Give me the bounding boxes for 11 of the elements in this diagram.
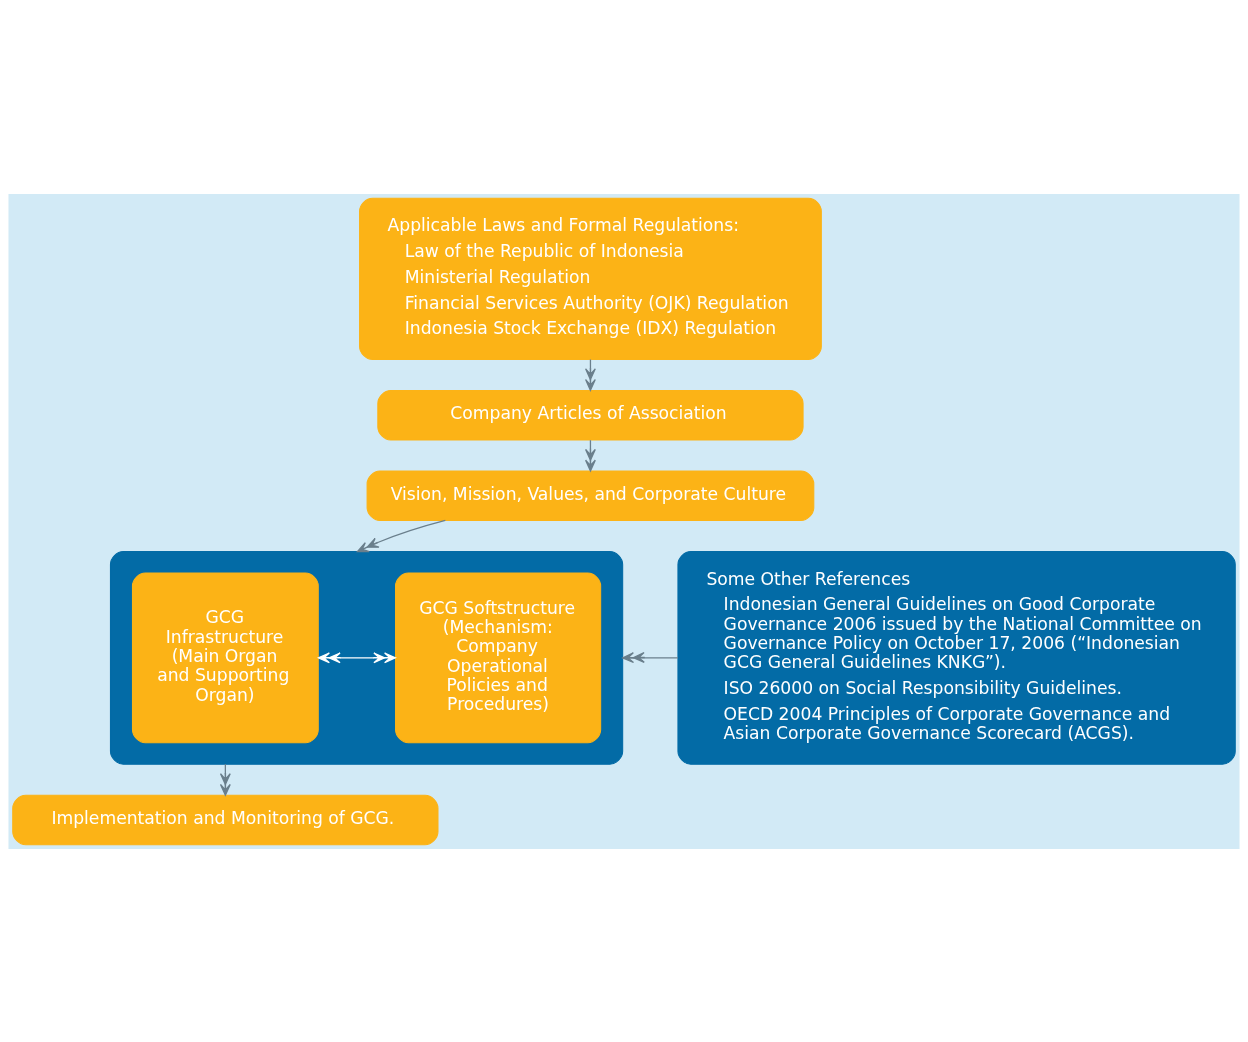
arrow bbox=[317, 651, 396, 663]
node-box: Company Articles of Association bbox=[377, 389, 804, 440]
node-box: Applicable Laws and Formal Regulations: Law of the Republic of Indonesia Ministerial Regulation Financial Services Authority (OJK) Regulation Indonesia Stock Exchange (IDX) Regulation bbox=[359, 197, 822, 360]
node-box: GCG Infrastructure (Main Organ and Supporting Organ) bbox=[131, 572, 319, 743]
node-box: GCG Softstructure (Mechanism: Company Operational Policies and Procedures) bbox=[395, 572, 602, 743]
arrow bbox=[356, 519, 446, 552]
arrow bbox=[622, 651, 679, 663]
node-box: Vision, Mission, Values, and Corporate Culture bbox=[366, 470, 815, 521]
cluster bbox=[109, 550, 624, 765]
node-box: Some Other References Indonesian General Guidelines on Good Corporate Governance 2006 issued by the National Committee on Governance Policy on October 17, 2006 (“Indonesian GCG General Guidelines KNKG”). ISO 26000 on Social Responsibility Guidelines. OECD 2004 Principles of Corporate Governance and Asian Corporate Governance Scorecard (ACGS). bbox=[677, 550, 1236, 765]
node-box: Implementation and Monitoring of GCG. bbox=[12, 794, 439, 845]
